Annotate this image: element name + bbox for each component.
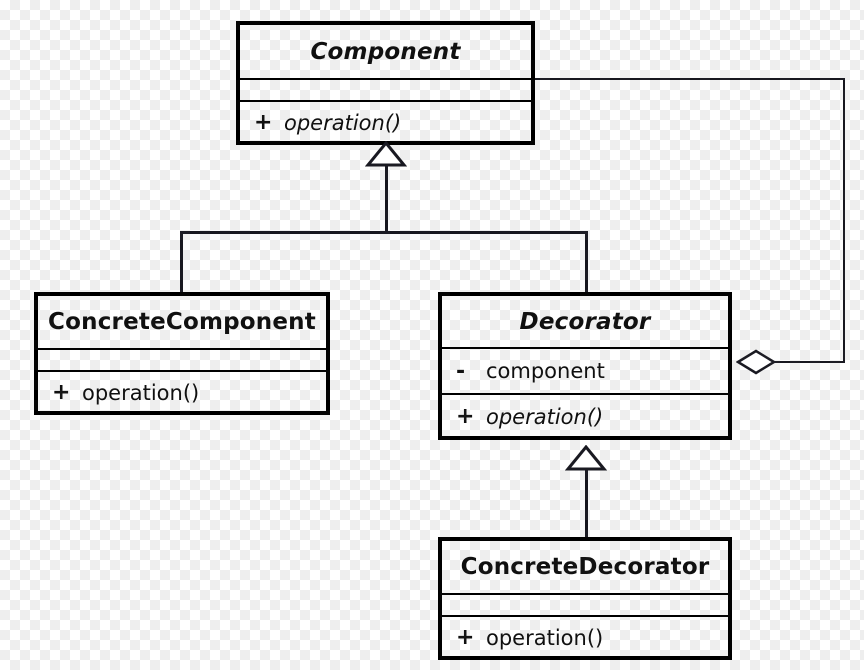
- class-title-decorator: Decorator: [519, 308, 651, 335]
- visibility-marker: -: [456, 358, 466, 384]
- class-box-decorator[interactable]: Decorator - component + operation(): [438, 292, 732, 440]
- method-label: operation(): [486, 625, 604, 650]
- class-attributes-compartment-concrete-component: [38, 350, 326, 370]
- visibility-marker: +: [52, 380, 71, 405]
- class-separator: [38, 370, 326, 372]
- class-attributes-compartment-concrete-decorator: [442, 595, 728, 615]
- generalization-drop-decorator: [585, 231, 588, 293]
- class-separator: [442, 615, 728, 617]
- aggregation-diamond-icon: [736, 348, 776, 376]
- class-title-concrete-decorator: ConcreteDecorator: [460, 554, 710, 580]
- generalization-triangle-decorator-icon: [565, 445, 607, 471]
- class-method-decorator-operation: + operation(): [442, 395, 728, 438]
- class-attributes-compartment-component: [240, 80, 531, 100]
- class-separator: [240, 100, 531, 102]
- class-method-concrete-component-operation: + operation(): [38, 372, 326, 413]
- generalization-triangle-component-icon: [365, 141, 407, 167]
- generalization-crossbar: [180, 231, 588, 234]
- visibility-marker: +: [456, 625, 475, 650]
- class-separator: [38, 348, 326, 350]
- visibility-marker: +: [456, 404, 475, 429]
- class-box-concrete-decorator[interactable]: ConcreteDecorator + operation(): [438, 537, 732, 660]
- class-method-concrete-decorator-operation: + operation(): [442, 617, 728, 658]
- method-label: operation(): [486, 404, 604, 429]
- class-title-component: Component: [310, 38, 461, 65]
- class-title-concrete-component: ConcreteComponent: [48, 309, 316, 335]
- visibility-marker: +: [254, 110, 273, 135]
- aggregation-line-top: [533, 78, 845, 80]
- class-separator: [442, 347, 728, 349]
- generalization-drop-concrete-component: [180, 231, 183, 293]
- aggregation-line-right: [843, 78, 845, 363]
- class-separator: [442, 593, 728, 595]
- aggregation-line-bottom: [770, 361, 845, 363]
- method-label: operation(): [82, 380, 200, 405]
- class-method-component-operation: + operation(): [240, 102, 531, 143]
- class-separator: [442, 393, 728, 395]
- class-box-concrete-component[interactable]: ConcreteComponent + operation(): [34, 292, 330, 415]
- generalization-stem-component: [385, 160, 388, 233]
- method-label: operation(): [284, 110, 402, 135]
- class-attribute-decorator-component: - component: [442, 349, 728, 393]
- class-separator: [240, 78, 531, 80]
- generalization-stem-concrete-decorator: [585, 464, 588, 539]
- class-box-component[interactable]: Component + operation(): [236, 21, 535, 145]
- attribute-label: component: [486, 359, 605, 383]
